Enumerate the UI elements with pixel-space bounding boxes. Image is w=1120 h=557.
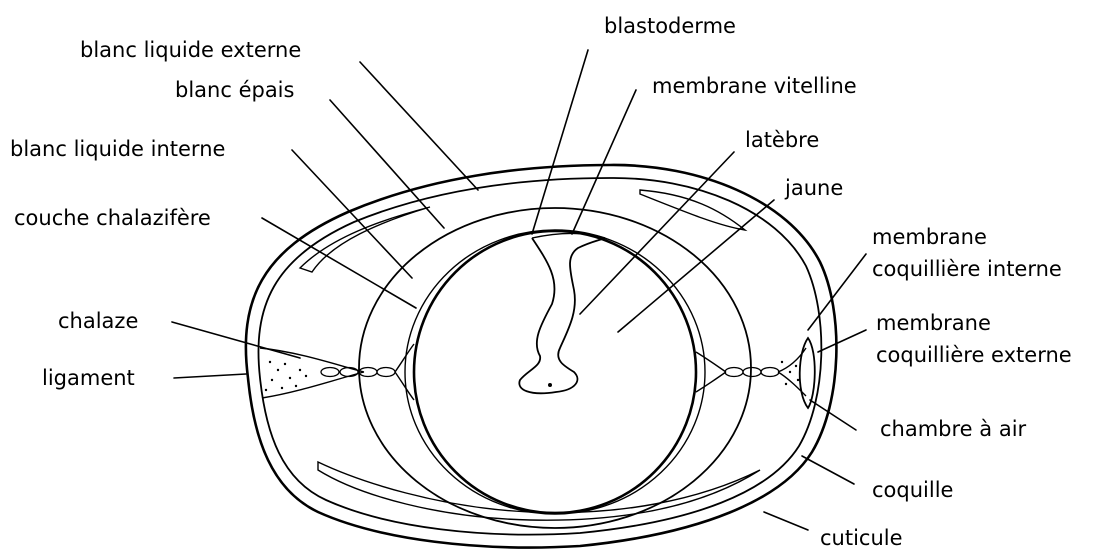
leader-couche-chalazifere [262, 218, 416, 308]
thick-albumen-contour [359, 208, 751, 528]
label-blanc-liquide-externe: blanc liquide externe [80, 38, 301, 62]
latebra-nucleus [548, 383, 552, 387]
label-membrane-vitelline: membrane vitelline [652, 74, 857, 98]
labels: blastoderme blanc liquide externe blanc … [10, 14, 1072, 550]
leader-ligament [174, 374, 246, 378]
label-chambre-a-air: chambre à air [880, 417, 1027, 441]
leader-membrane-coquilliere-externe [818, 330, 866, 352]
label-cuticule: cuticule [820, 526, 903, 550]
latebra [519, 238, 605, 393]
leader-chalaze [172, 322, 300, 358]
label-jaune: jaune [784, 176, 843, 200]
chalaziferous-layer [405, 230, 705, 514]
air-cell [800, 338, 815, 408]
label-membrane-coquilliere-interne-line1: membrane [872, 225, 987, 249]
label-chalaze: chalaze [58, 309, 138, 333]
leader-membrane-coquilliere-interne [808, 254, 866, 330]
label-couche-chalazifere: couche chalazifère [14, 206, 211, 230]
label-blastoderme: blastoderme [604, 14, 736, 38]
label-ligament: ligament [42, 366, 135, 390]
leader-latebre [580, 152, 734, 314]
label-coquille: coquille [872, 478, 953, 502]
label-blanc-epais: blanc épais [175, 78, 294, 102]
leader-lines [172, 50, 866, 530]
leader-blastoderme [532, 50, 588, 234]
yolk [414, 231, 696, 513]
leader-cuticule [764, 512, 808, 530]
label-latebre: latèbre [745, 128, 819, 152]
leader-jaune [618, 200, 774, 332]
label-blanc-liquide-interne: blanc liquide interne [10, 137, 225, 161]
label-membrane-coquilliere-interne-line2: coquillière interne [872, 257, 1062, 281]
label-membrane-coquilliere-externe-line2: coquillière externe [876, 343, 1072, 367]
leader-blanc-liquide-externe [360, 62, 478, 190]
chalaza-left [260, 344, 414, 400]
leader-coquille [802, 456, 854, 484]
label-membrane-coquilliere-externe-line1: membrane [876, 311, 991, 335]
leader-chambre-a-air [810, 400, 856, 430]
